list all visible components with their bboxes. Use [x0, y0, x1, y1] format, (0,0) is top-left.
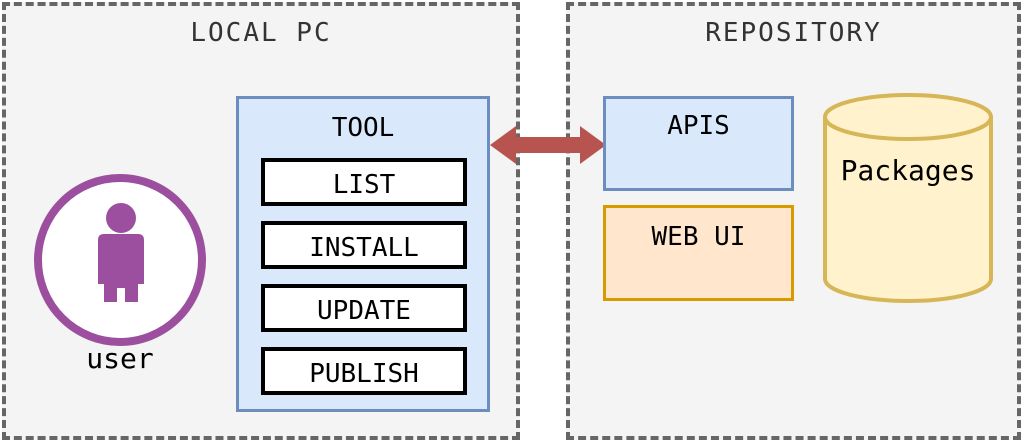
- command-install: INSTALL: [261, 221, 467, 269]
- command-publish: PUBLISH: [261, 347, 467, 395]
- packages-label: Packages: [840, 154, 976, 187]
- database-cylinder-icon: [823, 93, 993, 303]
- tool-box: TOOL LIST INSTALL UPDATE PUBLISH: [236, 96, 490, 412]
- repository-title: REPOSITORY: [705, 18, 882, 48]
- apis-label: APIS: [667, 111, 730, 141]
- command-list: LIST: [261, 158, 467, 206]
- user-label: user: [86, 342, 154, 375]
- command-update: UPDATE: [261, 284, 467, 332]
- tool-title: TOOL: [331, 113, 395, 143]
- user-icon: [34, 174, 206, 346]
- web-ui-label: WEB UI: [651, 222, 746, 252]
- apis-box: APIS: [603, 96, 794, 191]
- local-pc-title: LOCAL PC: [190, 18, 332, 48]
- double-arrow-icon: [490, 126, 606, 164]
- web-ui-box: WEB UI: [603, 205, 794, 301]
